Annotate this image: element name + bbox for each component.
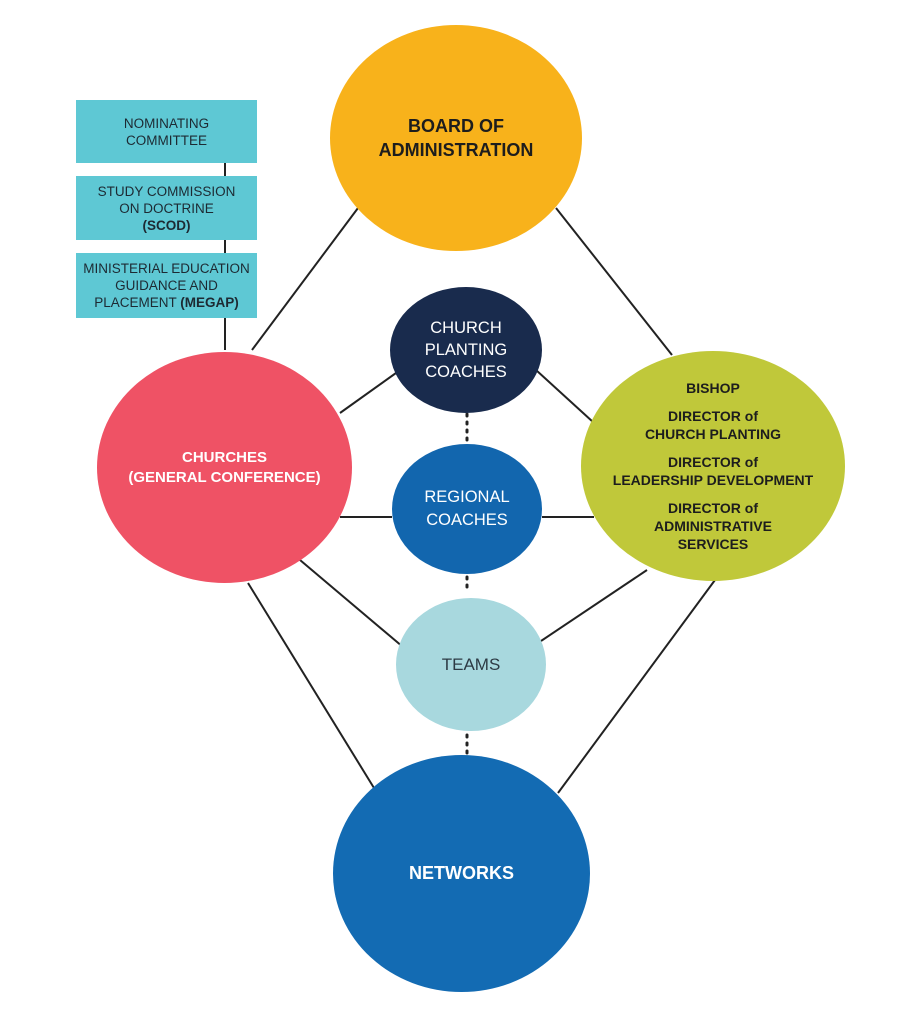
node-label: CHURCHES [181,448,267,466]
committee-label: MINISTERIAL EDUCATION [83,261,250,276]
line-board-director [555,207,673,356]
line-teams-director [540,569,648,642]
node-label: (GENERAL CONFERENCE) [128,468,321,486]
node-label: COACHES [425,363,507,381]
line-director-networks [557,579,716,794]
committee-label: COMMITTEE [126,132,207,148]
committee-acronym: (MEGAP) [180,295,239,310]
megap-box: MINISTERIAL EDUCATION GUIDANCE AND PLACE… [76,253,257,318]
director-label: LEADERSHIP DEVELOPMENT [612,472,814,488]
node-label: TEAMS [441,654,501,674]
committee-label: PLACEMENT [94,295,181,310]
regional-coaches-node: REGIONAL COACHES [392,444,542,574]
node-label: BOARD OF [408,116,504,136]
director-label: ADMINISTRATIVE [654,518,772,534]
node-label: COACHES [426,511,508,529]
node-label: PLANTING [424,341,508,359]
director-label: DIRECTOR of [668,454,758,470]
leadership-node: BISHOP DIRECTOR of CHURCH PLANTING DIREC… [581,351,845,581]
churches-node: CHURCHES (GENERAL CONFERENCE) [97,352,352,583]
director-label: SERVICES [677,536,749,552]
director-label: DIRECTOR of [668,500,758,516]
line-planting-director [535,369,594,423]
line-churches-teams [299,559,404,648]
node-label: REGIONAL [424,488,510,506]
networks-node: NETWORKS [333,755,590,992]
nominating-committee-box: NOMINATING COMMITTEE [76,100,257,163]
board-of-administration-node: BOARD OF ADMINISTRATION [330,25,582,251]
church-planting-coaches-node: CHURCH PLANTING COACHES [390,287,542,413]
committee-acronym: (SCOD) [142,217,191,233]
node-label: NETWORKS [409,863,514,883]
line-churches-networks [247,582,375,789]
line-board-churches [251,207,359,351]
committee-label: ON DOCTRINE [119,200,214,216]
director-label: CHURCH PLANTING [644,426,782,442]
node-label: CHURCH [430,319,502,337]
committee-label: NOMINATING [123,115,210,131]
committee-label: GUIDANCE AND [115,278,218,293]
director-label: DIRECTOR of [668,408,758,424]
committee-label-last: PLACEMENT (MEGAP) [94,294,239,311]
scod-box: STUDY COMMISSION ON DOCTRINE (SCOD) [76,176,257,240]
committee-label: STUDY COMMISSION [97,183,236,199]
teams-node: TEAMS [396,598,546,731]
line-churches-planting [339,372,397,414]
bishop-label: BISHOP [686,380,740,396]
node-label: ADMINISTRATION [378,140,534,160]
